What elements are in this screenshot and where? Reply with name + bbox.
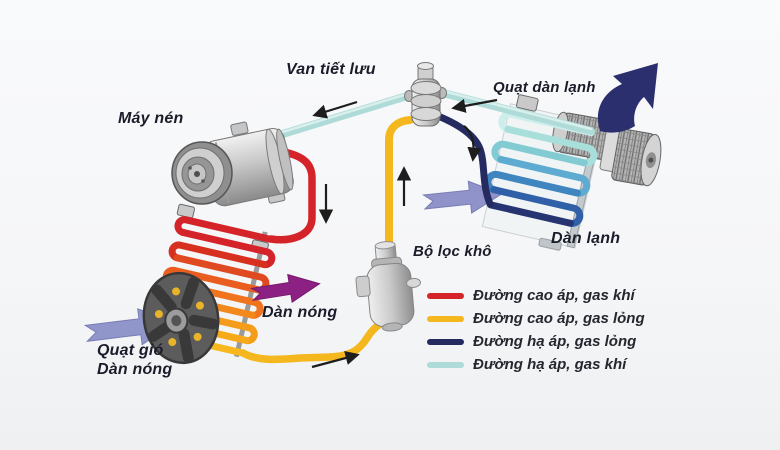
expansion-valve xyxy=(404,62,447,127)
legend: Đường cao áp, gas khí Đường cao áp, gas … xyxy=(427,287,645,373)
pipe-high-pressure-gas xyxy=(258,145,316,244)
legend-row-low-pressure-gas: Đường hạ áp, gas khí xyxy=(427,356,645,373)
flow-arrows xyxy=(311,98,498,369)
condenser-fan-label-line1: Quạt gió xyxy=(97,342,164,359)
evaporator-coil xyxy=(484,110,598,227)
condenser-fan-label-line2: Dàn nóng xyxy=(97,361,173,378)
receiver-drier-label: Bộ lọc khô xyxy=(413,243,492,260)
pipe-drier-to-valve xyxy=(385,116,414,253)
legend-label: Đường hạ áp, gas khí xyxy=(473,356,627,373)
condenser-label: Dàn nóng xyxy=(262,304,338,321)
legend-row-high-pressure-liquid: Đường cao áp, gas lỏng xyxy=(427,310,645,327)
legend-label: Đường cao áp, gas khí xyxy=(473,287,635,304)
pipe-valve-to-compressor xyxy=(259,92,411,144)
evaporator-airflow-arrow xyxy=(421,180,503,214)
condenser-fan xyxy=(142,271,220,365)
hot-air-out-arrow xyxy=(249,273,321,304)
compressor-label: Máy nén xyxy=(118,110,184,127)
flow-arrow-to-drier xyxy=(311,351,360,369)
pipe-sheen xyxy=(261,92,409,140)
legend-swatch-red xyxy=(427,292,464,299)
flow-arrow-into-evaporator xyxy=(463,125,482,162)
legend-label: Đường cao áp, gas lỏng xyxy=(473,310,645,327)
evaporator-air-out-arrow xyxy=(597,63,658,133)
legend-row-high-pressure-gas: Đường cao áp, gas khí xyxy=(427,287,645,304)
pipe-evap-to-valve xyxy=(439,89,595,135)
legend-swatch-navy xyxy=(427,338,464,345)
legend-swatch-cyan xyxy=(427,361,464,368)
compressor xyxy=(171,121,294,207)
condenser-fan-label: Quạt gió Dàn nóng xyxy=(97,341,172,379)
legend-label: Đường hạ áp, gas lỏng xyxy=(473,333,637,350)
flow-arrow-to-valve xyxy=(451,98,498,113)
flow-arrow-to-compressor xyxy=(312,100,358,119)
legend-swatch-yellow xyxy=(427,315,464,322)
legend-row-low-pressure-liquid: Đường hạ áp, gas lỏng xyxy=(427,333,645,350)
evaporator-label: Dàn lạnh xyxy=(551,230,621,247)
pipe-condenser-to-drier xyxy=(239,318,388,364)
evaporator-fan-label: Quạt dàn lạnh xyxy=(493,79,596,96)
expansion-valve-label: Van tiết lưu xyxy=(286,61,376,78)
receiver-drier xyxy=(355,241,421,332)
pipe-sheen xyxy=(441,89,593,131)
